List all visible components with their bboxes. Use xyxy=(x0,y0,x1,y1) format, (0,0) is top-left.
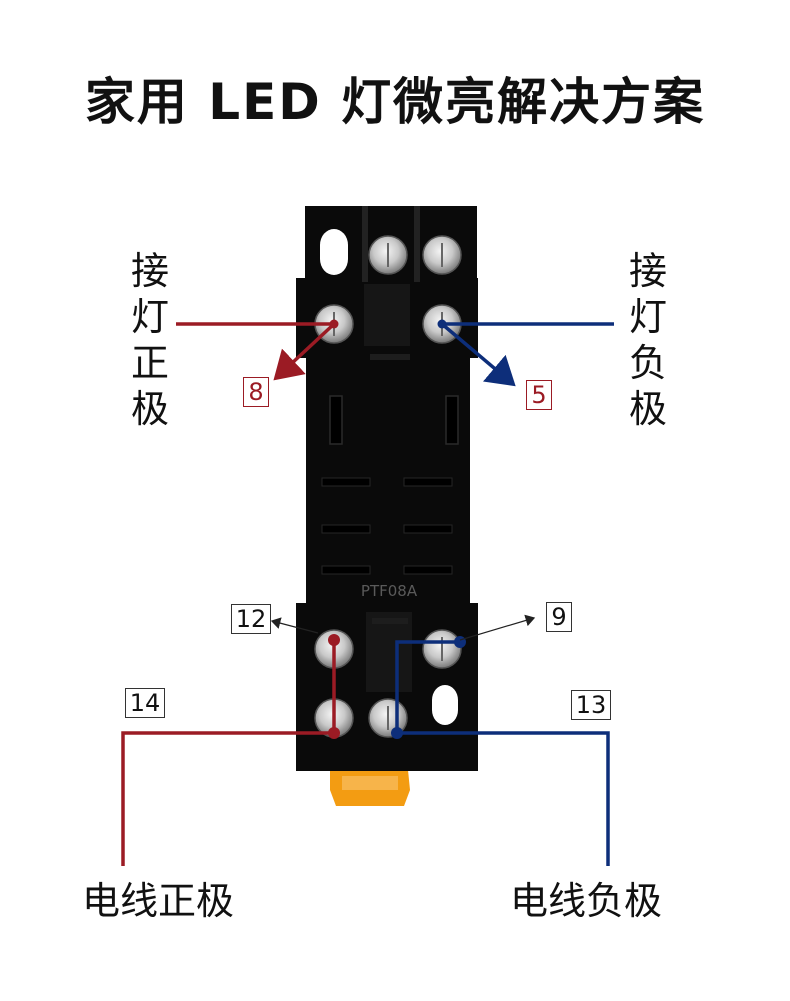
wire-positive-label: 电线正极 xyxy=(82,879,235,923)
positive-wiring xyxy=(121,319,340,866)
lamp-positive-char-1: 接 xyxy=(130,249,169,293)
lamp-negative-char-1: 接 xyxy=(628,249,667,293)
lamp-negative-char-2: 灯 xyxy=(628,295,667,339)
pin-5-label: 5 xyxy=(526,380,552,410)
socket-body xyxy=(296,206,478,771)
lamp-positive-char-2: 灯 xyxy=(130,295,169,339)
wire-negative-label: 电线负极 xyxy=(510,879,663,923)
pin-14-label: 14 xyxy=(125,688,165,718)
lamp-positive-char-3: 正 xyxy=(130,341,169,385)
page-title: 家用 LED 灯微亮解决方案 xyxy=(84,73,706,131)
pin-8-label: 8 xyxy=(243,377,269,407)
pin-12-label: 12 xyxy=(231,604,271,634)
pointer-9 xyxy=(459,614,536,641)
pin-13-label: 13 xyxy=(571,690,611,720)
retaining-clip xyxy=(330,770,410,806)
pointer-12 xyxy=(270,617,319,634)
lamp-positive-char-4: 极 xyxy=(130,387,169,431)
pin-9-label: 9 xyxy=(546,602,572,632)
model-marking: PTF08A xyxy=(361,582,418,600)
lamp-negative-label: 接 灯 负 极 xyxy=(626,248,670,432)
screw-top-right-icon xyxy=(422,235,462,275)
lamp-positive-label: 接 灯 正 极 xyxy=(128,248,172,432)
lamp-negative-char-4: 极 xyxy=(628,387,667,431)
screw-top-left-icon xyxy=(368,235,408,275)
lamp-negative-char-3: 负 xyxy=(628,341,667,385)
screw-terminal-9-icon xyxy=(422,629,462,669)
